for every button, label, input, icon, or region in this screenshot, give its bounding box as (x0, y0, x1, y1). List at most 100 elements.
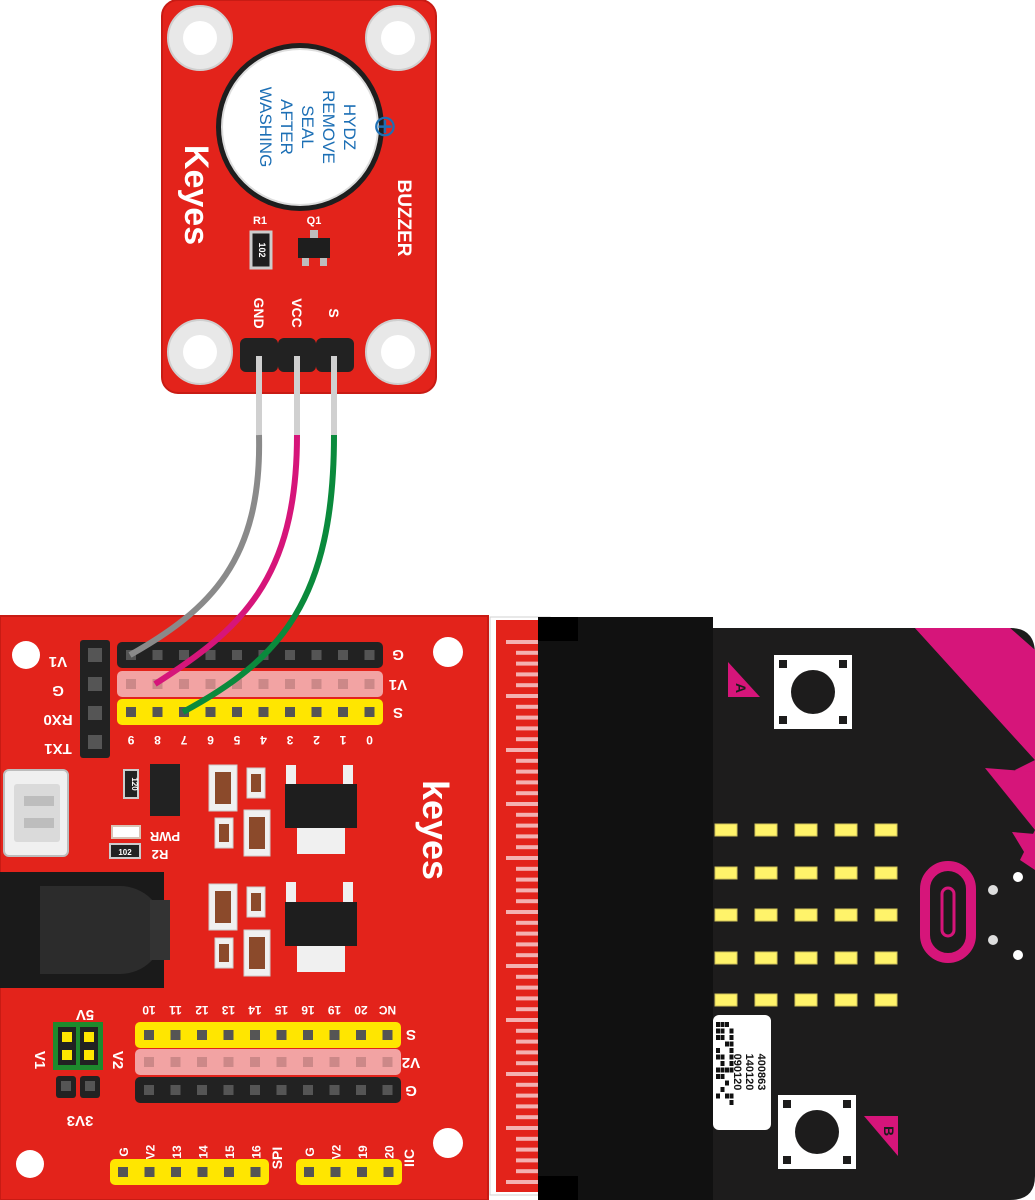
pin (171, 1167, 181, 1177)
pin-row (110, 1159, 269, 1185)
pin-label: V2 (144, 1144, 158, 1159)
led (834, 951, 858, 965)
svg-text:S: S (326, 308, 342, 317)
microbit-logo[interactable] (920, 861, 976, 963)
pin-number: 19 (328, 1003, 342, 1017)
led (794, 993, 818, 1007)
pin (276, 1030, 287, 1040)
led (874, 993, 898, 1007)
svg-text:TX1: TX1 (44, 740, 72, 757)
led (834, 908, 858, 922)
pin-label: 19 (356, 1145, 370, 1159)
led (754, 823, 778, 837)
pin-number: 20 (354, 1003, 368, 1017)
led (794, 908, 818, 922)
pin (285, 679, 295, 689)
pin (311, 679, 322, 689)
pin (197, 1085, 207, 1095)
buzzer-pin-header (240, 338, 354, 372)
svg-text:V1: V1 (389, 676, 407, 693)
pin-label: 16 (250, 1145, 264, 1159)
mounting-hole (16, 1150, 44, 1178)
mounting-hole (433, 1128, 463, 1158)
buzzer-seal-text: HYDZ REMOVE SEAL AFTER WASHING (256, 87, 359, 168)
led (714, 993, 738, 1007)
pin-row (135, 1049, 401, 1075)
pin (205, 707, 216, 717)
seal-line: HYDZ (340, 104, 359, 150)
pin (197, 1057, 207, 1067)
buzzer-title: BUZZER (393, 179, 414, 256)
pin-number: 8 (154, 733, 161, 747)
pin (364, 707, 375, 717)
svg-text:G: G (392, 646, 404, 663)
iic-label: IIC (401, 1149, 417, 1167)
r1-resistor (249, 230, 273, 270)
led (794, 866, 818, 880)
pin-number: 3 (286, 733, 293, 747)
pin (144, 1057, 154, 1067)
pin (250, 1057, 260, 1067)
pin (382, 1085, 393, 1095)
microbit-edge (538, 617, 713, 1200)
pin-number: 7 (180, 733, 187, 747)
pin (258, 679, 269, 689)
pin (356, 1057, 366, 1067)
pin-number: 9 (127, 733, 134, 747)
pin (303, 1085, 313, 1095)
pin-label: 20 (383, 1145, 397, 1159)
led (714, 823, 738, 837)
svg-text:102: 102 (257, 242, 267, 257)
pin-number: 12 (195, 1003, 209, 1017)
svg-text:S: S (406, 1026, 416, 1043)
mounting-hole (167, 319, 233, 385)
led (834, 823, 858, 837)
jumper-wires (128, 356, 337, 715)
shield-brand: keyes (415, 780, 456, 880)
pin (205, 650, 216, 660)
pin (382, 1030, 393, 1040)
pin (197, 1167, 208, 1177)
pin (170, 1030, 181, 1040)
pin (205, 679, 216, 689)
button-b[interactable] (778, 1095, 856, 1169)
r2-code: 102 (118, 848, 132, 857)
pin (152, 707, 163, 717)
led (834, 866, 858, 880)
pin-label: V2 (330, 1144, 344, 1159)
pin (329, 1057, 340, 1067)
pin (364, 679, 375, 689)
bottom-row-labels: S V2 G (402, 1026, 420, 1099)
pin (276, 1085, 287, 1095)
pin-number: 4 (260, 733, 267, 747)
pin (285, 650, 295, 660)
pin (357, 1167, 367, 1177)
seal-line: SEAL (298, 105, 317, 148)
led (874, 866, 898, 880)
pin-number: 11 (169, 1003, 182, 1017)
pin (329, 1085, 340, 1095)
pin (232, 679, 242, 689)
top-pin-rows (117, 642, 383, 725)
touch-dot (1013, 950, 1023, 960)
diode (150, 764, 180, 816)
jumper-block (53, 1022, 103, 1098)
pin (144, 1030, 154, 1040)
svg-text:S: S (393, 704, 403, 721)
qr-sticker: 400863 140120 090120 (713, 1015, 771, 1130)
qr-text-line: 140120 (743, 1054, 755, 1091)
dc-power-jack (0, 872, 170, 988)
button-a[interactable] (774, 655, 852, 729)
touch-dot (988, 935, 998, 945)
led (754, 866, 778, 880)
svg-text:G: G (405, 1082, 417, 1099)
svg-text:VCC: VCC (289, 298, 305, 328)
r1-label: R1 (253, 215, 267, 227)
svg-text:RX0: RX0 (43, 711, 72, 728)
buzzer-brand: Keyes (177, 145, 215, 245)
buzzer-module: HYDZ REMOVE SEAL AFTER WASHING ⊕ Keyes B… (161, 0, 437, 394)
